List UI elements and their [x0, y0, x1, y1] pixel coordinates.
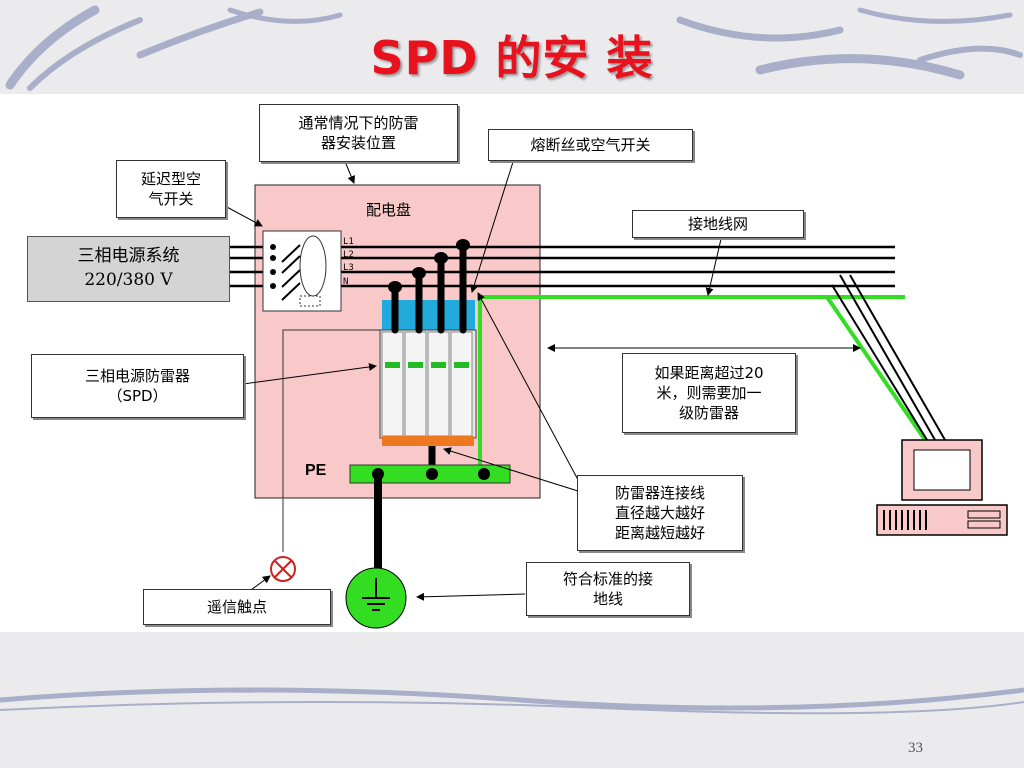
panel-title: 配电盘 — [366, 201, 412, 219]
callout-normal-position-line2: 器安装位置 — [320, 134, 396, 152]
callout-delay-breaker-line1: 延迟型空 — [140, 170, 201, 188]
callout-connection-wire-line2: 直径越大越好 — [614, 504, 705, 522]
page-number: 33 — [908, 740, 923, 756]
callout-remote-contact-text: 遥信触点 — [206, 598, 267, 616]
callout-distance: 如果距离超过20 米，则需要加一 级防雷器 — [622, 353, 796, 433]
callout-delay-breaker-line2: 气开关 — [148, 190, 194, 208]
callout-fuse-breaker: 熔断丝或空气开关 — [488, 129, 693, 161]
ground-mesh-line — [478, 295, 927, 474]
callout-distance-line1: 如果距离超过20 — [654, 364, 764, 382]
callout-standard-ground-line1: 符合标准的接 — [562, 570, 653, 588]
computer-icon — [876, 439, 1008, 536]
phase-label-n: N — [343, 277, 349, 287]
callout-normal-position: 通常情况下的防雷 器安装位置 — [259, 104, 458, 162]
callout-delay-breaker: 延迟型空 气开关 — [116, 160, 226, 218]
callout-normal-position-line1: 通常情况下的防雷 — [298, 114, 419, 132]
callout-distance-line2: 米，则需要加一 — [656, 384, 762, 402]
callout-ground-mesh-text: 接地线网 — [687, 215, 748, 233]
delay-breaker — [262, 230, 342, 312]
callout-standard-ground-line2: 地线 — [592, 590, 623, 608]
remote-contact-symbol — [270, 556, 296, 582]
callout-ground-mesh: 接地线网 — [632, 210, 804, 238]
power-system-voltage: 220/380 V — [84, 270, 173, 290]
power-system-box: 三相电源系统 220/380 V — [27, 236, 230, 302]
callout-fuse-breaker-text: 熔断丝或空气开关 — [530, 136, 651, 154]
callout-spd-line2: （SPD） — [107, 387, 168, 405]
ground-symbol — [345, 567, 407, 629]
callout-connection-wire: 防雷器连接线 直径越大越好 距离越短越好 — [577, 475, 743, 551]
callout-spd: 三相电源防雷器 （SPD） — [31, 354, 244, 418]
callout-connection-wire-line1: 防雷器连接线 — [614, 484, 705, 502]
callout-distance-line3: 级防雷器 — [678, 404, 739, 422]
power-system-name: 三相电源系统 — [77, 246, 180, 266]
spd-device — [379, 239, 477, 472]
phase-label-l1: L1 — [343, 237, 354, 247]
pe-label: PE — [305, 462, 327, 479]
phase-label-l3: L3 — [343, 263, 354, 273]
callout-remote-contact: 遥信触点 — [143, 589, 331, 625]
phase-label-l2: L2 — [343, 250, 354, 260]
slide-title: SPD 的安 装 — [370, 31, 654, 85]
spd-installation-diagram — [224, 161, 1008, 629]
callout-spd-line1: 三相电源防雷器 — [84, 367, 190, 385]
callout-standard-ground: 符合标准的接 地线 — [526, 562, 690, 616]
computer-cable — [831, 274, 946, 441]
callout-connection-wire-line3: 距离越短越好 — [614, 524, 705, 542]
